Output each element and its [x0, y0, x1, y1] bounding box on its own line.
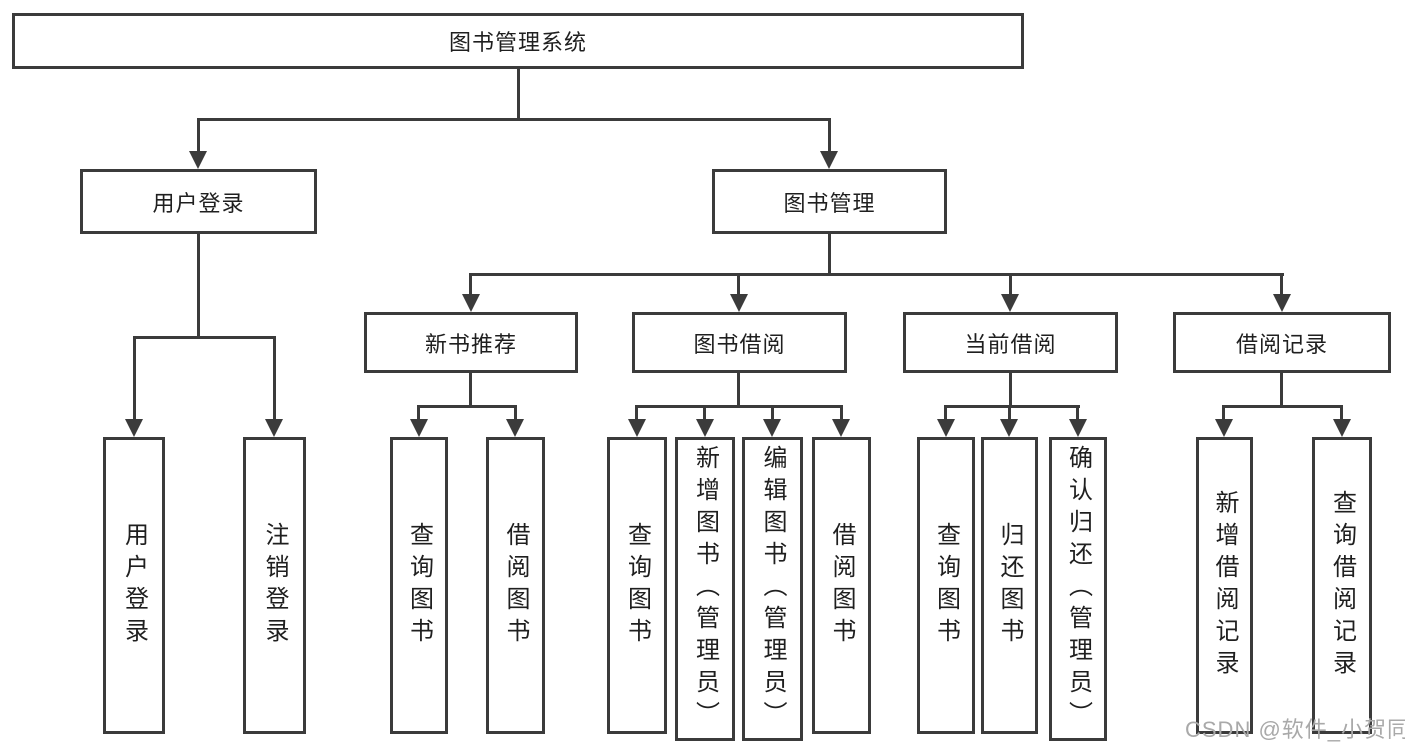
leaf-edit-books-admin: 编辑图书（管理员） [742, 437, 803, 741]
leaf-borrow-books-borrowing: 借阅图书 [812, 437, 871, 734]
connector-current-borrow-bar [945, 405, 1080, 408]
connector-to-borrow-records [1280, 273, 1283, 294]
arrow-down-user-login-icon [189, 151, 207, 169]
arrow-down-book-borrow-leaf2-icon [696, 419, 714, 437]
arrow-down-current-borrow-icon [1001, 294, 1019, 312]
arrow-down-new-rec-leaf2-icon [506, 419, 524, 437]
leaf-borrow-books-recommend: 借阅图书 [486, 437, 545, 734]
connector-book-borrow-leaf3 [771, 405, 774, 419]
node-user-login: 用户登录 [80, 169, 317, 234]
leaf-query-books-borrowing: 查询图书 [607, 437, 667, 734]
node-borrowing-records: 借阅记录 [1173, 312, 1391, 373]
arrow-down-book-borrow-icon [730, 294, 748, 312]
connector-to-current-borrow [1009, 273, 1012, 294]
arrow-down-borrow-records-leaf2-icon [1333, 419, 1351, 437]
connector-to-new-rec [469, 273, 472, 294]
connector-book-borrow-leaf2 [703, 405, 706, 419]
leaf-confirm-return-admin: 确认归还（管理员） [1049, 437, 1107, 741]
connector-borrow-records-stem [1280, 373, 1283, 405]
arrow-down-login-leaf-icon [125, 419, 143, 437]
connector-borrow-records-leaf2 [1340, 405, 1343, 419]
connector-current-borrow-leaf3 [1076, 405, 1079, 419]
connector-book-borrow-leaf1 [635, 405, 638, 419]
connector-root-stem [517, 69, 520, 118]
connector-new-rec-leaf2 [514, 405, 517, 419]
arrow-down-current-borrow-leaf2-icon [1000, 419, 1018, 437]
csdn-watermark: CSDN @软件_小贺同学 [1185, 717, 1405, 742]
leaf-query-books-recommend: 查询图书 [390, 437, 448, 734]
connector-to-login-leaf [133, 336, 136, 419]
connector-book-borrow-bar [636, 405, 843, 408]
arrow-down-current-borrow-leaf1-icon [937, 419, 955, 437]
connector-to-logout-leaf [273, 336, 276, 419]
node-current-borrowing: 当前借阅 [903, 312, 1118, 373]
connector-book-mgmt-stem [828, 234, 831, 273]
connector-borrow-records-leaf1 [1222, 405, 1225, 419]
connector-current-borrow-leaf1 [944, 405, 947, 419]
connector-to-book-borrow [737, 273, 740, 294]
leaf-user-login: 用户登录 [103, 437, 165, 734]
arrow-down-current-borrow-leaf3-icon [1069, 419, 1087, 437]
connector-new-rec-bar [418, 405, 517, 408]
connector-level2-bar [198, 118, 831, 121]
arrow-down-new-rec-icon [462, 294, 480, 312]
arrow-down-logout-leaf-icon [265, 419, 283, 437]
node-new-book-recommend: 新书推荐 [364, 312, 578, 373]
leaf-add-books-admin: 新增图书（管理员） [675, 437, 735, 741]
leaf-query-borrow-record: 查询借阅记录 [1312, 437, 1372, 734]
node-library-management-system: 图书管理系统 [12, 13, 1024, 69]
leaf-logout: 注销登录 [243, 437, 306, 734]
node-book-management: 图书管理 [712, 169, 947, 234]
connector-current-borrow-stem [1009, 373, 1012, 405]
node-book-borrowing: 图书借阅 [632, 312, 847, 373]
arrow-down-new-rec-leaf1-icon [410, 419, 428, 437]
connector-to-user-login [197, 118, 200, 151]
arrow-down-book-borrow-leaf1-icon [628, 419, 646, 437]
connector-level3-bar [470, 273, 1284, 276]
connector-new-rec-stem [469, 373, 472, 405]
connector-book-borrow-leaf4 [840, 405, 843, 419]
arrow-down-book-borrow-leaf3-icon [763, 419, 781, 437]
connector-to-book-mgmt [828, 118, 831, 151]
connector-user-login-bar [133, 336, 276, 339]
arrow-down-borrow-records-leaf1-icon [1215, 419, 1233, 437]
leaf-return-books: 归还图书 [981, 437, 1038, 734]
leaf-query-books-current: 查询图书 [917, 437, 975, 734]
arrow-down-borrow-records-icon [1273, 294, 1291, 312]
arrow-down-book-mgmt-icon [820, 151, 838, 169]
connector-new-rec-leaf1 [417, 405, 420, 419]
connector-user-login-stem [197, 234, 200, 336]
arrow-down-book-borrow-leaf4-icon [832, 419, 850, 437]
connector-book-borrow-stem [737, 373, 740, 405]
connector-borrow-records-bar [1223, 405, 1343, 408]
connector-current-borrow-leaf2 [1008, 405, 1011, 419]
leaf-add-borrow-record: 新增借阅记录 [1196, 437, 1253, 734]
